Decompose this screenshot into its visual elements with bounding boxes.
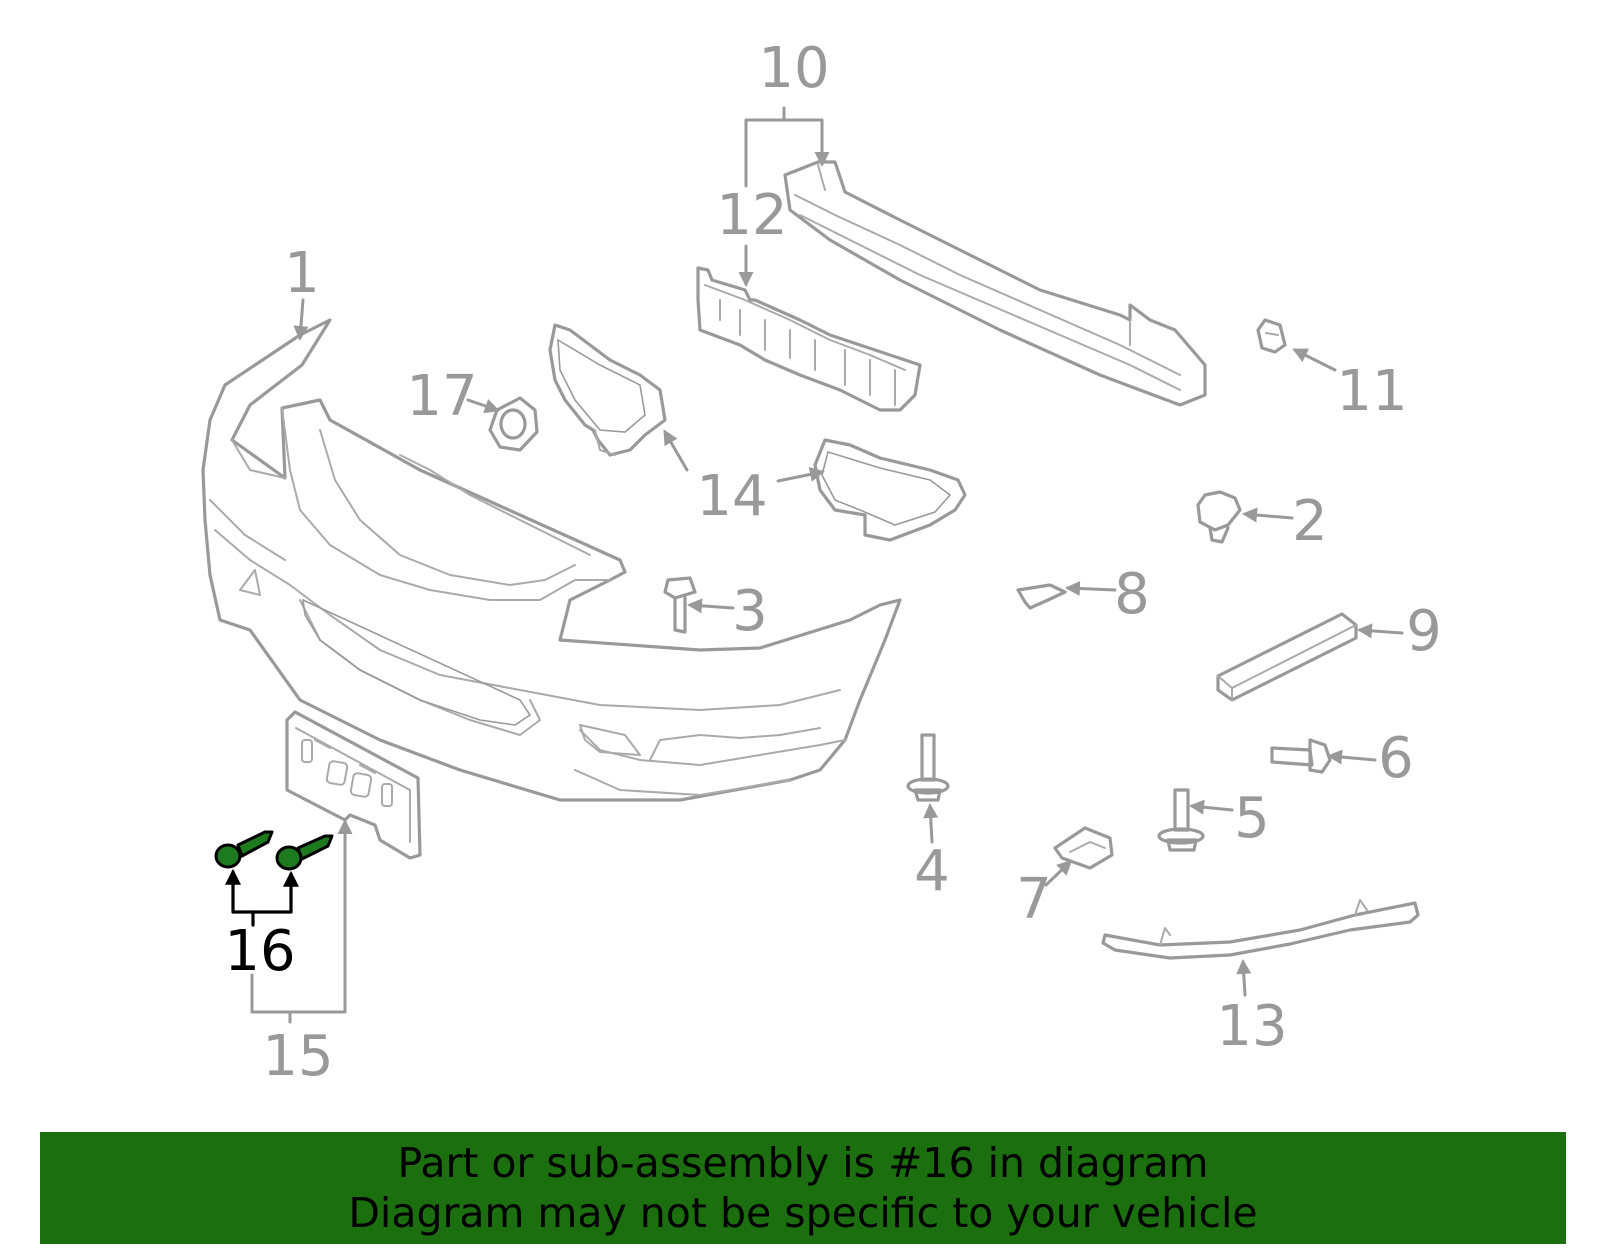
- bumper-cover-part: [201, 318, 902, 802]
- callout-7: 7: [1016, 867, 1052, 932]
- callout-6: 6: [1378, 726, 1414, 791]
- callout-12: 12: [716, 183, 787, 248]
- callout-15: 15: [262, 1024, 333, 1089]
- callout-4: 4: [914, 839, 950, 904]
- callout-17: 17: [406, 364, 477, 429]
- screw-part-16-right: [275, 834, 334, 871]
- bolt-part-4: [906, 733, 950, 802]
- clip-part-2: [1196, 490, 1242, 544]
- callout-10: 10: [758, 36, 829, 101]
- part-info-banner: Part or sub-assembly is #16 in diagram D…: [40, 1132, 1566, 1244]
- parts-diagram: 1 10 12 11 17 14 2 8 3 9 6 5 4 7 13 15 1…: [201, 36, 1442, 1089]
- banner-part-line: Part or sub-assembly is #16 in diagram: [397, 1139, 1209, 1187]
- retainer-nut-part-17: [488, 396, 539, 452]
- license-plate-bracket-part-15: [285, 710, 422, 860]
- leader-lines: [250, 106, 1404, 1024]
- callout-2: 2: [1292, 489, 1328, 554]
- callout-8: 8: [1114, 562, 1150, 627]
- callout-14: 14: [696, 464, 767, 529]
- bolt-part-5: [1157, 788, 1205, 852]
- bolt-part-3: [663, 576, 697, 634]
- bracket-part-8: [1016, 583, 1067, 610]
- callout-9: 9: [1406, 599, 1442, 664]
- callout-13: 13: [1216, 994, 1287, 1059]
- callout-11: 11: [1336, 359, 1407, 424]
- callout-16-highlighted: 16: [224, 919, 295, 984]
- grille-insert-part-14-left: [548, 323, 667, 457]
- push-pin-part-6: [1270, 738, 1332, 774]
- callout-1: 1: [284, 241, 320, 306]
- callout-labels: 1 10 12 11 17 14 2 8 3 9 6 5 4 7 13 15 1…: [224, 36, 1441, 1089]
- energy-absorber-part-12: [696, 266, 922, 412]
- impact-bar-part-10: [783, 160, 1207, 407]
- grille-insert-part-14-right: [813, 438, 967, 542]
- banner-disclaimer-line: Diagram may not be specific to your vehi…: [348, 1189, 1258, 1237]
- absorber-strip-part-9: [1216, 612, 1358, 702]
- nut-part-11: [1256, 318, 1287, 354]
- clip-part-7: [1053, 826, 1114, 870]
- leader-lines-highlight: [225, 868, 299, 927]
- lower-molding-part-13: [1101, 899, 1420, 960]
- callout-3: 3: [732, 579, 768, 644]
- callout-5: 5: [1234, 786, 1270, 851]
- screw-part-16-left: [214, 830, 274, 869]
